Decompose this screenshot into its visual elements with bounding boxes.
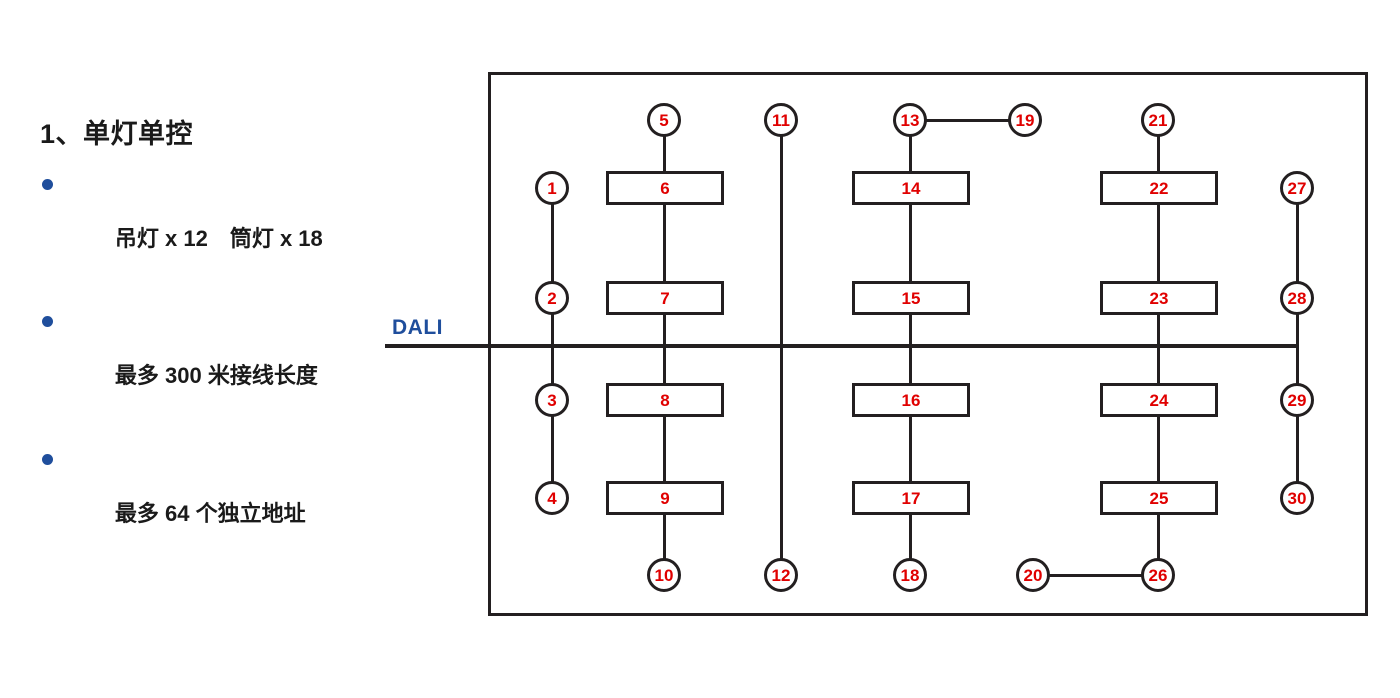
node-rect-7[interactable]: 7 — [606, 281, 724, 315]
legend-list: 吊灯 x 12 筒灯 x 18 最多 300 米接线长度 最多 64 个独立地址 — [40, 168, 400, 557]
node-rect-16[interactable]: 16 — [852, 383, 970, 417]
node-circle-19[interactable]: 19 — [1008, 103, 1042, 137]
wire-13-19 — [926, 119, 1010, 122]
node-circle-21[interactable]: 21 — [1141, 103, 1175, 137]
node-rect-25[interactable]: 25 — [1100, 481, 1218, 515]
wire-24-25 — [1157, 415, 1160, 483]
wire-5-6 — [663, 134, 666, 174]
node-rect-9[interactable]: 9 — [606, 481, 724, 515]
node-circle-1[interactable]: 1 — [535, 171, 569, 205]
bullet-icon — [42, 316, 53, 328]
node-rect-17[interactable]: 17 — [852, 481, 970, 515]
wire-14-15 — [909, 203, 912, 283]
bullet-icon — [42, 178, 53, 190]
wire-28-29 — [1296, 310, 1299, 388]
wire-17-18 — [909, 513, 912, 559]
wire-9-10 — [663, 513, 666, 559]
node-circle-5[interactable]: 5 — [647, 103, 681, 137]
legend-block: 1、单灯单控 吊灯 x 12 筒灯 x 18 最多 300 米接线长度 最多 6… — [40, 118, 400, 580]
wire-1-2 — [551, 200, 554, 286]
wire-27-28 — [1296, 200, 1299, 286]
node-rect-22[interactable]: 22 — [1100, 171, 1218, 205]
node-rect-24[interactable]: 24 — [1100, 383, 1218, 417]
node-circle-29[interactable]: 29 — [1280, 383, 1314, 417]
wire-20-26 — [1049, 574, 1143, 577]
wire-11-12 — [780, 134, 783, 559]
node-rect-6[interactable]: 6 — [606, 171, 724, 205]
node-circle-4[interactable]: 4 — [535, 481, 569, 515]
wire-21-22 — [1157, 134, 1160, 174]
node-rect-14[interactable]: 14 — [852, 171, 970, 205]
node-circle-20[interactable]: 20 — [1016, 558, 1050, 592]
wire-25-26 — [1157, 513, 1160, 559]
wire-2-3 — [551, 310, 554, 388]
wire-16-17 — [909, 415, 912, 483]
wire-3-4 — [551, 412, 554, 486]
list-item: 最多 300 米接线长度 — [42, 305, 400, 419]
node-circle-18[interactable]: 18 — [893, 558, 927, 592]
node-circle-10[interactable]: 10 — [647, 558, 681, 592]
wire-22-23 — [1157, 203, 1160, 283]
node-circle-13[interactable]: 13 — [893, 103, 927, 137]
node-circle-28[interactable]: 28 — [1280, 281, 1314, 315]
wire-6-7 — [663, 203, 666, 283]
list-item: 最多 64 个独立地址 — [42, 443, 400, 557]
list-item: 吊灯 x 12 筒灯 x 18 — [42, 168, 400, 282]
node-circle-30[interactable]: 30 — [1280, 481, 1314, 515]
node-rect-23[interactable]: 23 — [1100, 281, 1218, 315]
node-circle-11[interactable]: 11 — [764, 103, 798, 137]
wire-7-8 — [663, 313, 666, 385]
node-rect-15[interactable]: 15 — [852, 281, 970, 315]
list-item-label: 吊灯 x 12 筒灯 x 18 — [114, 225, 323, 251]
node-circle-26[interactable]: 26 — [1141, 558, 1175, 592]
wire-8-9 — [663, 415, 666, 483]
dali-bus-label: DALI — [392, 316, 443, 339]
node-circle-3[interactable]: 3 — [535, 383, 569, 417]
node-circle-2[interactable]: 2 — [535, 281, 569, 315]
dali-bus-line — [385, 344, 1299, 348]
list-item-label: 最多 300 米接线长度 — [114, 363, 318, 389]
page-title: 1、单灯单控 — [40, 119, 194, 149]
wire-23-24 — [1157, 313, 1160, 385]
wire-15-16 — [909, 313, 912, 385]
node-rect-8[interactable]: 8 — [606, 383, 724, 417]
wire-13-14 — [909, 134, 912, 174]
node-circle-12[interactable]: 12 — [764, 558, 798, 592]
list-item-label: 最多 64 个独立地址 — [114, 500, 306, 526]
bullet-icon — [42, 453, 53, 465]
node-circle-27[interactable]: 27 — [1280, 171, 1314, 205]
wire-29-30 — [1296, 412, 1299, 486]
